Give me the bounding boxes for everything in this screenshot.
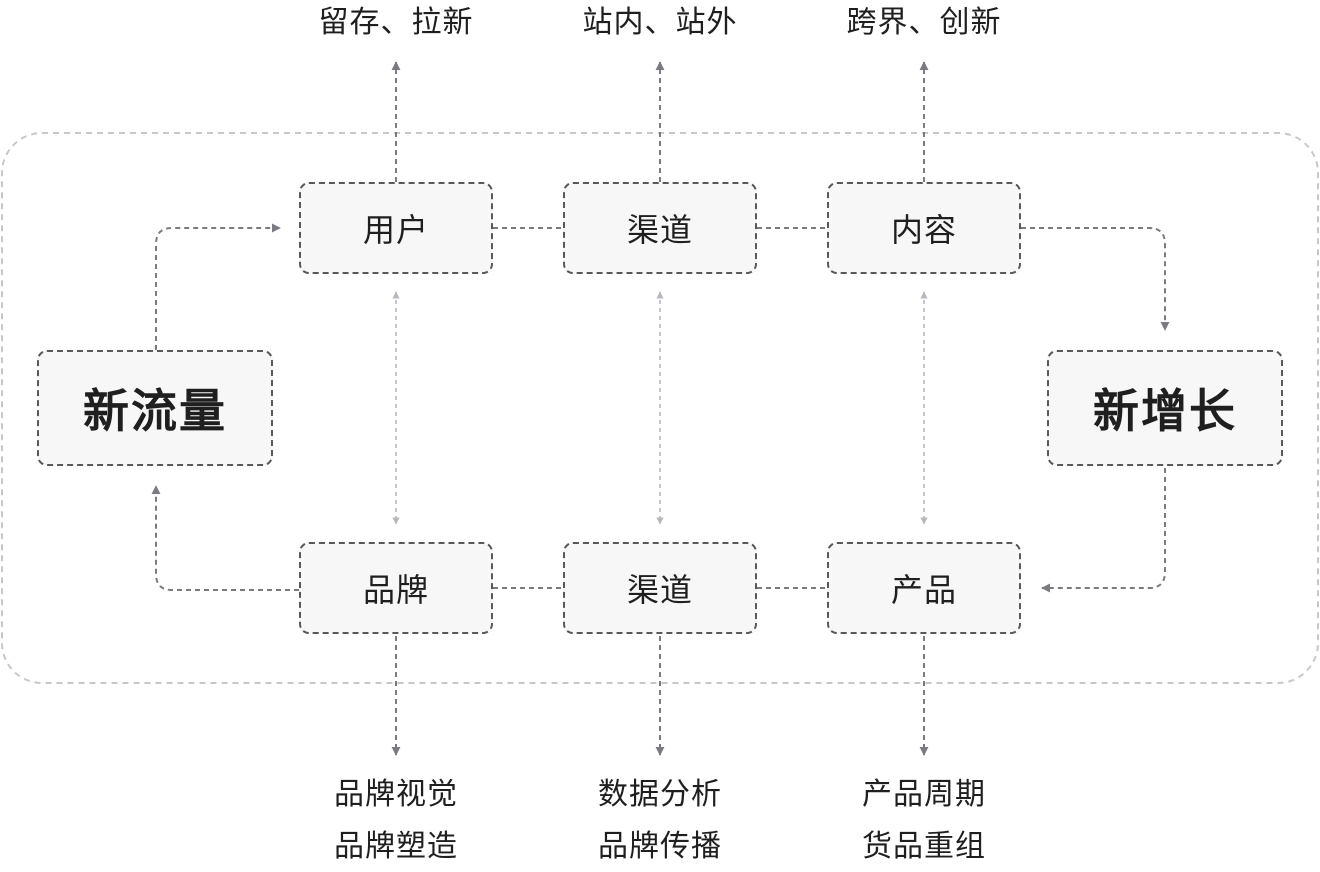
- arrow-traffic-to-user: [155, 223, 281, 350]
- node-content: 内容: [827, 182, 1021, 274]
- node-product: 产品: [827, 542, 1021, 634]
- node-user: 用户: [299, 182, 493, 274]
- bottom-label-channel-1: 数据分析: [598, 777, 722, 812]
- bottom-label-product-2: 货品重组: [862, 829, 986, 864]
- bottom-labels-channel: 数据分析 品牌传播: [580, 780, 740, 862]
- bottom-labels-product: 产品周期 货品重组: [844, 780, 1004, 862]
- arrow-brand-to-traffic: [151, 485, 299, 591]
- top-label-channel: 站内、站外: [582, 5, 738, 40]
- node-brand: 品牌: [299, 542, 493, 634]
- bottom-label-channel-2: 品牌传播: [598, 829, 722, 864]
- arrow-growth-to-product: [1041, 468, 1166, 593]
- top-label-user: 留存、拉新: [318, 5, 474, 40]
- bottom-labels-brand: 品牌视觉 品牌塑造: [316, 780, 476, 862]
- bottom-label-brand-2: 品牌塑造: [334, 829, 458, 864]
- top-label-content: 跨界、创新: [846, 5, 1002, 40]
- node-new-growth: 新增长: [1047, 350, 1283, 466]
- bottom-label-brand-1: 品牌视觉: [334, 777, 458, 812]
- node-channel-top: 渠道: [563, 182, 757, 274]
- bottom-label-product-1: 产品周期: [862, 777, 986, 812]
- node-new-traffic: 新流量: [37, 350, 273, 466]
- arrow-content-to-growth: [1021, 227, 1170, 331]
- node-channel-bottom: 渠道: [563, 542, 757, 634]
